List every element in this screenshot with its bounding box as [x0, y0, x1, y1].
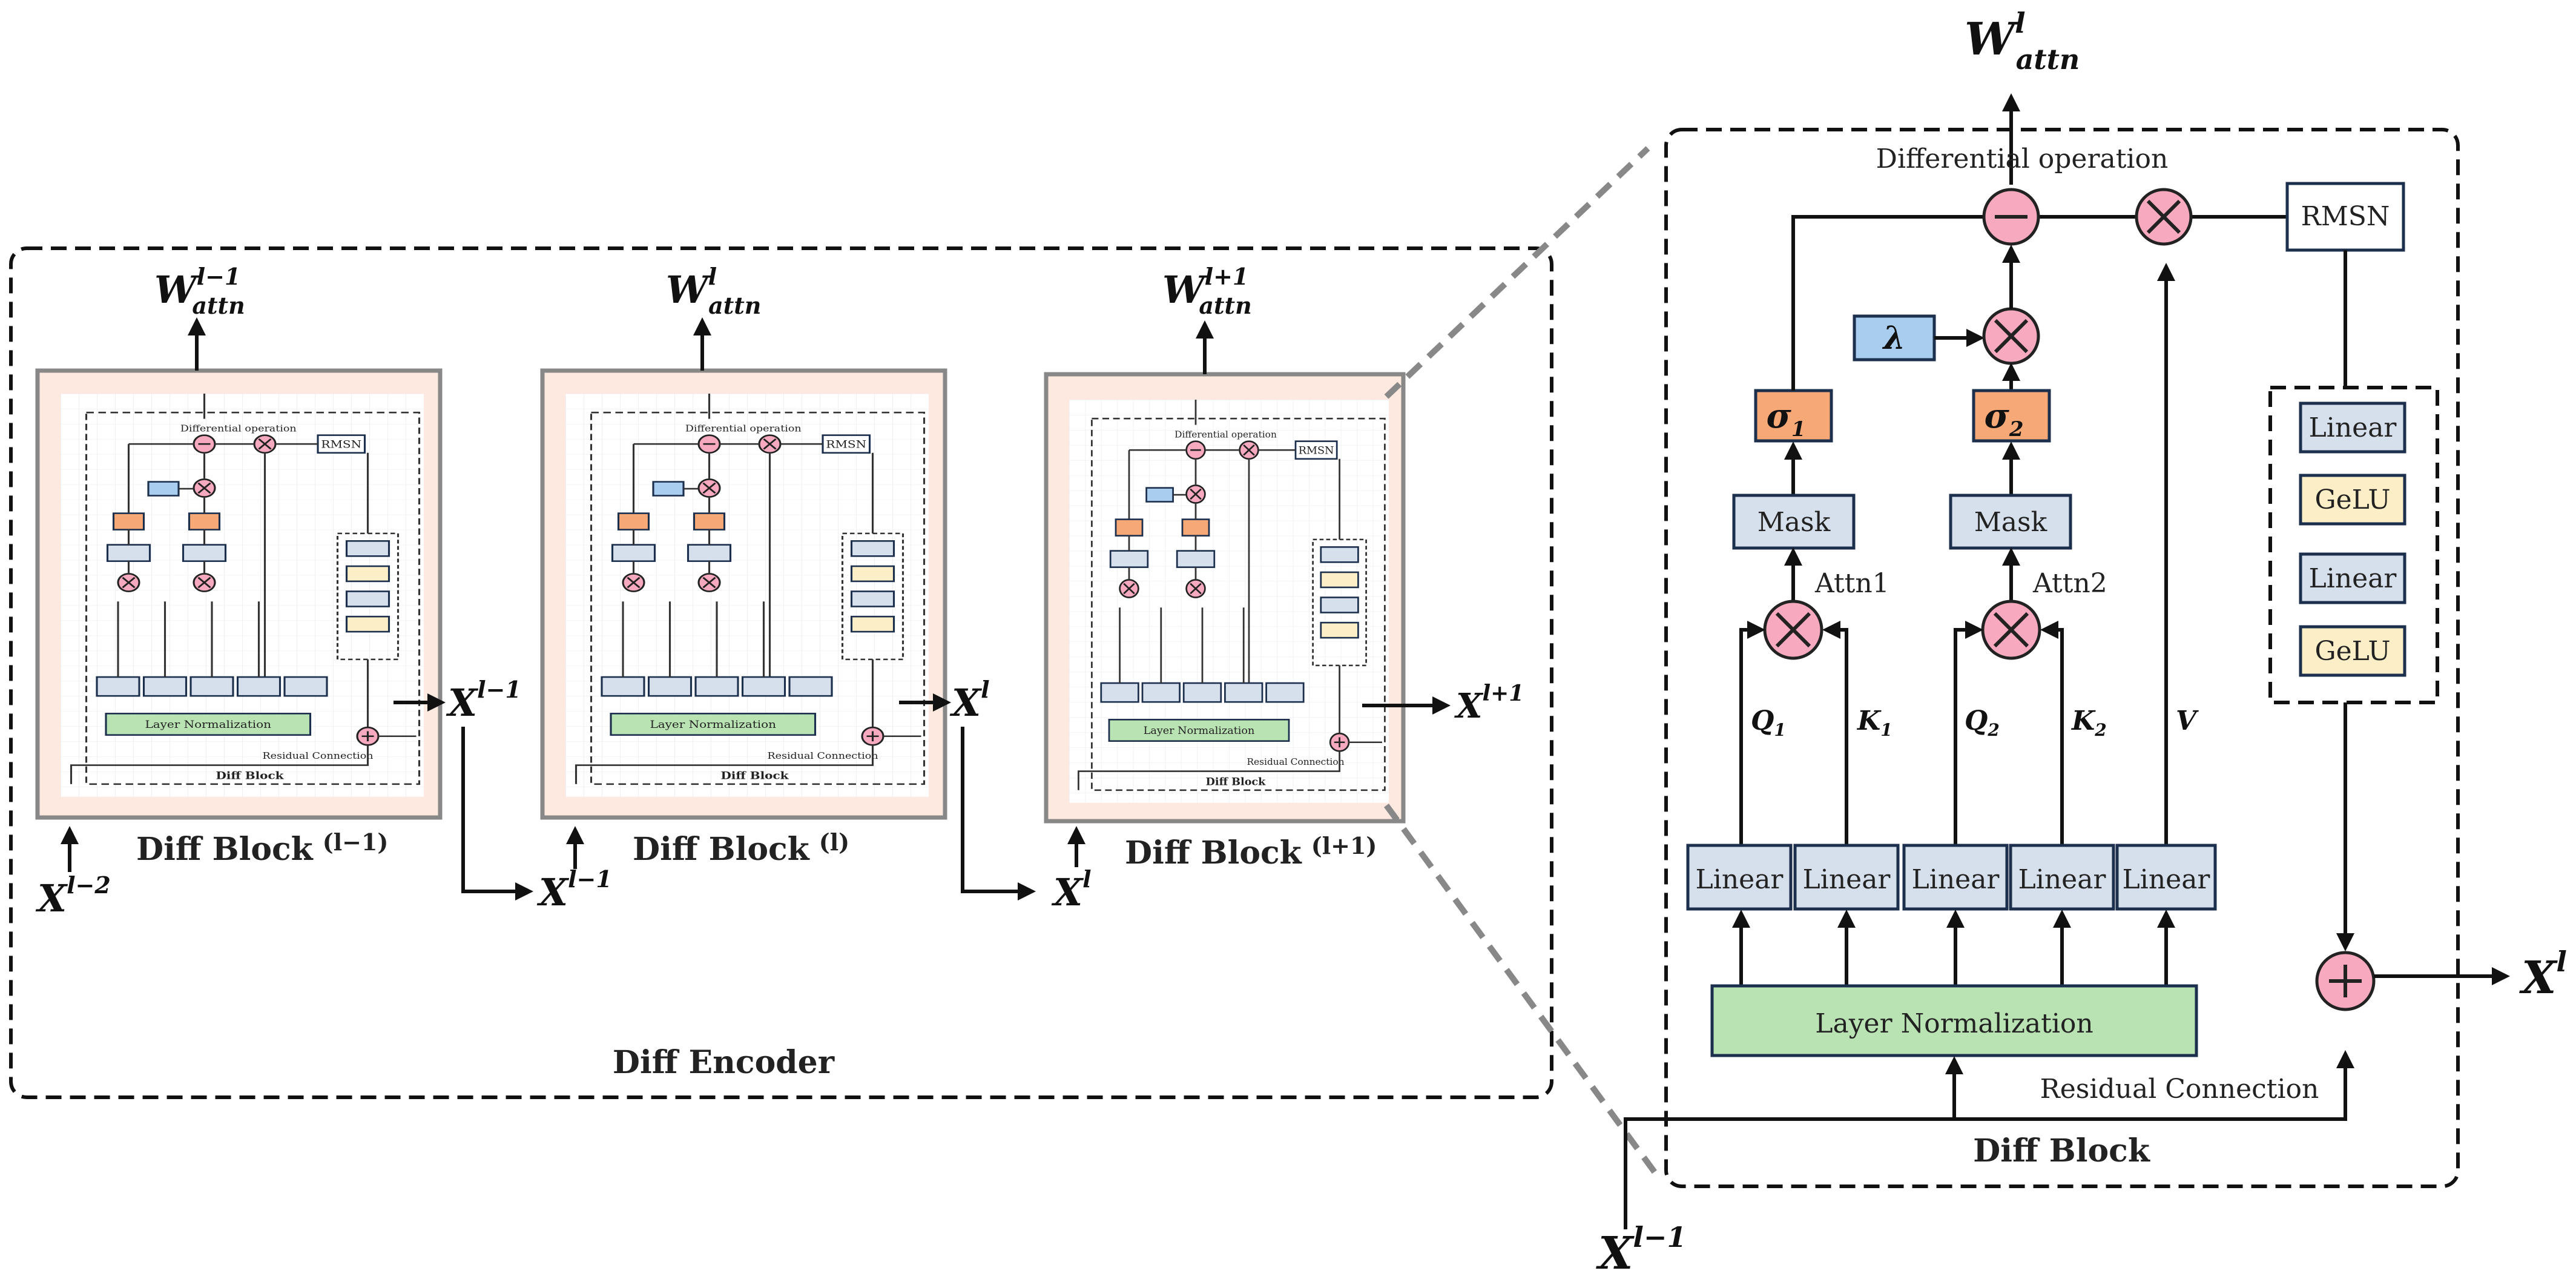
- x-l-output-label: Xl: [2519, 945, 2567, 1004]
- q2-label: Q2: [1965, 705, 2000, 740]
- ffn-gelu-2-box: [2299, 625, 2406, 677]
- rmsn-label: RMSN: [2301, 201, 2390, 232]
- minus-operator: [1982, 188, 2040, 246]
- ffn-gelu-2-label: GeLU: [2314, 636, 2390, 667]
- mini-diff-block-cur: [540, 368, 947, 820]
- x-l-skip-label: Xl: [1051, 865, 1092, 914]
- linear-k1-label: Linear: [1803, 864, 1891, 895]
- mask2-label: Mask: [1974, 507, 2047, 538]
- multiply-operator-attn2: [1981, 600, 2041, 660]
- lambda-box: [1853, 314, 1936, 362]
- diff-encoder-label: Diff Encoder: [613, 1044, 835, 1081]
- mini-diff-block-next: [1044, 372, 1406, 824]
- linear-q1-label: Linear: [1696, 864, 1784, 895]
- zoom-line-top: [1384, 146, 1650, 399]
- ffn-linear-2-label: Linear: [2309, 563, 2397, 594]
- linear-q2-label: Linear: [1912, 864, 2000, 895]
- layer-norm-label: Layer Normalization: [1815, 1008, 2093, 1039]
- sigma1-box: [1754, 389, 1833, 443]
- ffn-linear-2-box: [2299, 552, 2406, 604]
- lambda-label: λ: [1882, 320, 1905, 357]
- linear-k1-box: [1793, 844, 1900, 911]
- linear-k2-box: [2009, 844, 2115, 911]
- diff-block-title: Diff Block: [1973, 1132, 2150, 1169]
- linear-v-label: Linear: [2123, 864, 2211, 895]
- k1-label: K1: [1856, 705, 1892, 740]
- block-caption-next: Diff Block(l+1): [1125, 832, 1377, 871]
- x-l-out-label: Xl: [949, 676, 990, 725]
- k2-label: K2: [2070, 705, 2107, 740]
- x-lm1-skip-label: Xl−1: [536, 865, 612, 914]
- ffn-gelu-1-label: GeLU: [2314, 484, 2390, 515]
- ffn-linear-1-box: [2299, 401, 2406, 454]
- layer-norm-box: [1710, 984, 2198, 1057]
- diff-block-detail-frame: [1664, 128, 2460, 1188]
- zoom-line-bottom: [1383, 804, 1662, 1180]
- linear-q2-box: [1902, 844, 2009, 911]
- residual-connection-label: Residual Connection: [2040, 1074, 2319, 1105]
- x-lp1-out-label: Xl+1: [1454, 681, 1524, 726]
- linear-k2-label: Linear: [2018, 864, 2107, 895]
- rmsn-box: [2285, 182, 2405, 252]
- differential-operation-label: Differential operation: [1876, 144, 2169, 174]
- sigma2-box: [1972, 389, 2051, 443]
- multiply-operator-lambda: [1982, 307, 2040, 365]
- attn1-label: Attn1: [1814, 568, 1889, 599]
- sigma1-label: σ1: [1767, 396, 1806, 441]
- x-lm1-out-label: Xl−1: [446, 676, 521, 725]
- ffn-gelu-1-box: [2299, 474, 2406, 526]
- ffn-linear-1-label: Linear: [2309, 412, 2397, 443]
- block-caption-prev: Diff Block(l−1): [136, 828, 388, 868]
- mask1-box: [1732, 494, 1856, 550]
- x-lm1-input-label: Xl−1: [1596, 1221, 1686, 1280]
- v-label: V: [2176, 705, 2199, 736]
- mask1-label: Mask: [1757, 507, 1831, 538]
- mini-diff-block-prev: [35, 368, 443, 820]
- linear-v-box: [2115, 844, 2217, 911]
- block-caption-cur: Diff Block(l): [633, 828, 849, 868]
- diff-encoder-frame: [9, 246, 1553, 1099]
- multiply-operator-top: [2135, 188, 2193, 246]
- add-operator: [2315, 951, 2376, 1011]
- q1-label: Q1: [1751, 705, 1786, 740]
- multiply-operator-attn1: [1763, 600, 1823, 660]
- attn2-label: Attn2: [2032, 568, 2107, 599]
- x-lm2-label: Xl−2: [35, 871, 111, 920]
- mask2-box: [1949, 494, 2072, 550]
- sigma2-label: σ2: [1985, 396, 2024, 441]
- ffn-group: [2268, 386, 2439, 704]
- linear-q1-box: [1686, 844, 1793, 911]
